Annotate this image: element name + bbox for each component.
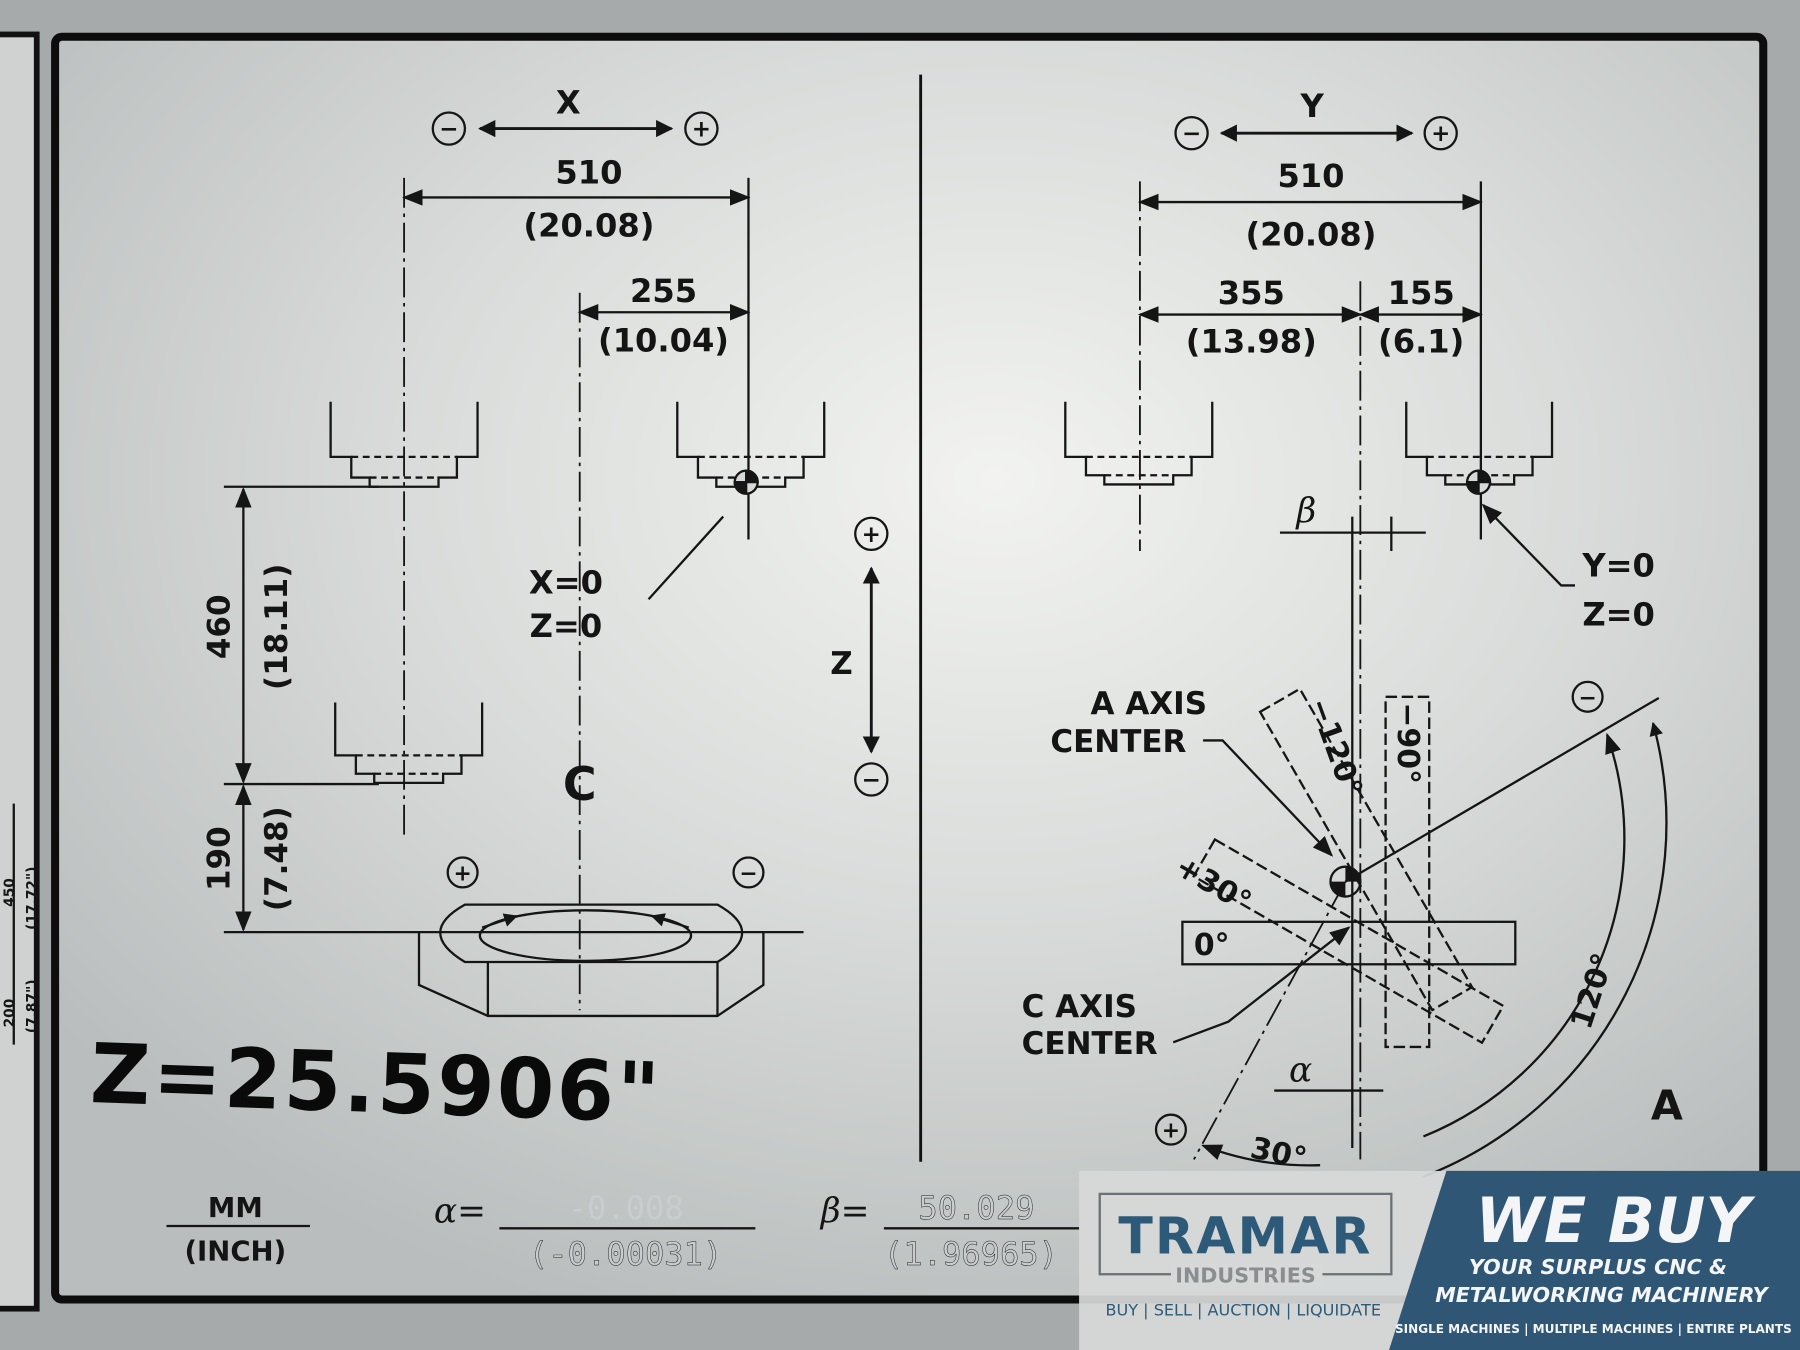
svg-text:+: + — [862, 522, 881, 548]
spindle-left-bottom — [334, 702, 484, 785]
plus-circle-icon — [684, 111, 719, 146]
svg-text:+: + — [1431, 121, 1450, 147]
minus-circle-icon — [1174, 115, 1209, 151]
unit-mm: MM — [208, 1192, 263, 1224]
z-travel-mm: 460 — [202, 594, 238, 659]
tramar-banner: TRAMAR INDUSTRIES BUY | SELL | AUCTION |… — [1079, 1170, 1800, 1350]
x-travel-mm: 510 — [555, 154, 622, 192]
x-axis-label: X — [556, 84, 581, 122]
alpha-inch-value: (-0.00031) — [529, 1235, 722, 1273]
z-zero-label-right: Z=0 — [1582, 596, 1655, 634]
c-axis-center-label-line1: C AXIS — [1022, 989, 1137, 1025]
alpha-equals: α= — [434, 1192, 486, 1232]
z-axis-label: Z — [830, 646, 852, 682]
minus-circle-icon — [854, 762, 889, 797]
c-axis-label: C — [563, 757, 597, 811]
y-left-inch: (13.98) — [1186, 322, 1317, 360]
a-axis-label: A — [1651, 1081, 1683, 1129]
unit-inch: (INCH) — [184, 1235, 286, 1267]
beta-label: β — [1294, 491, 1316, 531]
y-right-mm: 155 — [1388, 274, 1455, 312]
side-plate: 450 (17.72") 200 (7.87") — [0, 31, 41, 1312]
beta-equals: β= — [819, 1192, 870, 1232]
plus-circle-icon — [1423, 115, 1458, 151]
plus-circle-icon — [854, 516, 889, 552]
svg-text:−: − — [739, 861, 757, 886]
y-axis-label: Y — [1299, 87, 1324, 125]
minus-circle-icon — [1571, 680, 1604, 713]
y-left-mm: 355 — [1218, 274, 1285, 312]
x-zero-label: X=0 — [529, 563, 603, 601]
x-axis-indicator: − X + — [431, 84, 719, 146]
plus-circle-icon — [446, 856, 479, 889]
svg-text:+: + — [453, 861, 471, 886]
brand-name: TRAMAR — [1118, 1207, 1372, 1266]
angle-0-label: 0° — [1194, 928, 1230, 963]
table-gap-inch: (7.48) — [259, 806, 295, 911]
minus-circle-icon — [732, 856, 765, 889]
svg-text:+: + — [1162, 1119, 1180, 1144]
y-right-inch: (6.1) — [1378, 322, 1464, 360]
x-travel-inch: (20.08) — [523, 206, 654, 244]
y-axis-indicator: − Y + — [1174, 87, 1458, 151]
spindle-left-top — [329, 401, 479, 488]
svg-text:−: − — [1578, 686, 1596, 711]
tagline: SINGLE MACHINES | MULTIPLE MACHINES | EN… — [1395, 1322, 1792, 1337]
y-travel-mm: 510 — [1277, 157, 1344, 195]
beta-inch-value: (1.96965) — [884, 1235, 1058, 1273]
a-axis-center-label-line2: CENTER — [1050, 724, 1186, 760]
services-links: BUY | SELL | AUCTION | LIQUIDATE — [1105, 1301, 1380, 1320]
beta-mm-value: 50.029 — [918, 1189, 1034, 1227]
side-dim-b: 450 — [2, 878, 18, 907]
plate — [51, 32, 1768, 1304]
c-axis-center-label-line2: CENTER — [1022, 1026, 1158, 1062]
svg-text:+: + — [692, 117, 711, 143]
headline: WE BUY — [1476, 1184, 1757, 1257]
offset-values: MM (INCH) α= -0.008 (-0.00031) β= 50.029… — [166, 1189, 1080, 1273]
side-dim-a-inch: (7.87") — [25, 979, 41, 1033]
z-travel-inch: (18.11) — [259, 564, 295, 690]
sub-line-1: YOUR SURPLUS CNC & — [1469, 1255, 1727, 1279]
z-zero-label: Z=0 — [530, 607, 603, 645]
x-half-mm: 255 — [630, 272, 697, 310]
brand-sub: INDUSTRIES — [1175, 1263, 1315, 1287]
spindle-right-top — [676, 401, 826, 495]
alpha-mm-value: -0.008 — [568, 1189, 684, 1227]
z-axis-indicator: + Z − — [830, 516, 889, 797]
left-view: − X + 510 (20.08) 255 (10.04) X= — [89, 84, 889, 1142]
svg-text:−: − — [439, 117, 458, 143]
right-view: − Y + 510 (20.08) 355 (13.98) 155 (6.1) … — [1022, 87, 1683, 1178]
y-zero-label: Y=0 — [1581, 546, 1655, 584]
x-half-inch: (10.04) — [598, 321, 729, 359]
svg-text:−: − — [862, 768, 881, 794]
angle-minus90-label: −90° — [1390, 703, 1425, 784]
side-dim-b-inch: (17.72") — [25, 867, 41, 930]
tramar-logo: TRAMAR INDUSTRIES — [1098, 1192, 1393, 1287]
rotary-table — [417, 903, 765, 1018]
alpha-label: α — [1289, 1050, 1312, 1090]
spindle-y-right — [1405, 401, 1554, 495]
y-travel-inch: (20.08) — [1245, 216, 1376, 254]
a-axis-center-label-line1: A AXIS — [1091, 686, 1207, 722]
plus-circle-icon — [1154, 1113, 1187, 1146]
handwritten-z-note: Z=25.5906" — [89, 1026, 664, 1142]
minus-circle-icon — [431, 111, 467, 146]
table-gap-mm: 190 — [202, 826, 238, 891]
side-dim-a: 200 — [2, 999, 18, 1028]
svg-text:−: − — [1182, 121, 1201, 147]
sub-line-2: METALWORKING MACHINERY — [1435, 1283, 1769, 1307]
